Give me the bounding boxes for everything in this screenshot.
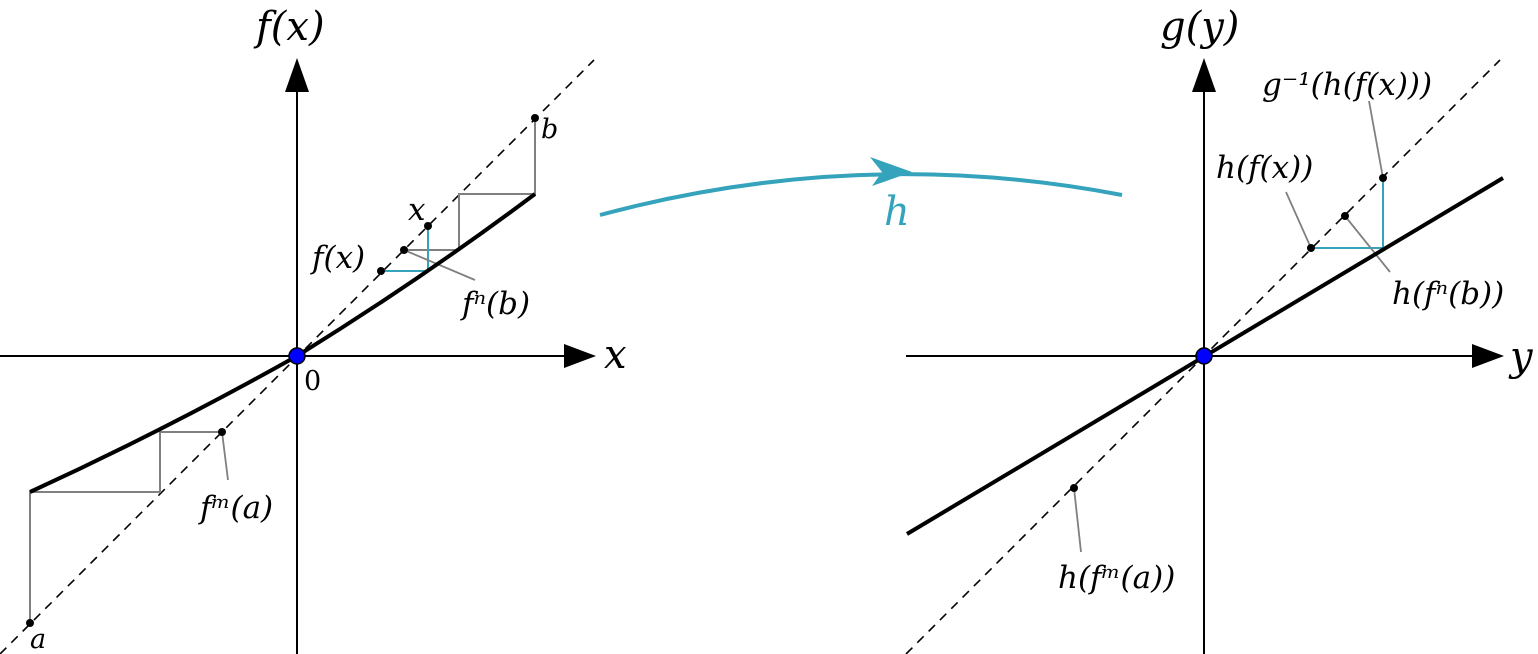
right-leaders (1073, 100, 1391, 553)
point-a-label: a (30, 624, 46, 654)
ginv-label: g⁻¹(h(f(x))) (1262, 67, 1432, 103)
staircase-a (29, 431, 222, 623)
right-y-axis-arrowhead (1192, 58, 1216, 92)
point-fn-b[interactable] (400, 246, 408, 254)
arrow-head (870, 157, 912, 186)
fn-b-label: fⁿ(b) (460, 286, 530, 322)
point-h-fm-a[interactable] (1070, 484, 1078, 492)
origin-label: 0 (304, 366, 321, 397)
point-fx[interactable] (377, 267, 385, 275)
arrow-label: h (884, 189, 910, 235)
left-x-axis-label: x (604, 332, 627, 378)
staircase-b (404, 118, 536, 251)
point-h-fx[interactable] (1307, 244, 1315, 252)
leader-h-fm-a (1073, 487, 1082, 553)
right-y-axis-label: g(y) (1160, 4, 1239, 50)
arrow-curve (599, 172, 1123, 217)
fm-a-label: fᵐ(a) (198, 490, 273, 526)
h-fx-label: h(f(x)) (1216, 150, 1313, 186)
leader-ginv (1368, 100, 1384, 179)
leader-h-fx (1285, 191, 1312, 249)
right-fixed-point[interactable] (1195, 347, 1213, 365)
point-fm-a[interactable] (218, 428, 226, 436)
left-staircase (29, 118, 536, 623)
left-y-axis-arrowhead (285, 58, 309, 92)
point-b[interactable] (531, 114, 539, 122)
point-h-fn-b[interactable] (1341, 212, 1349, 220)
right-x-axis-arrowhead (1472, 344, 1504, 368)
left-fixed-point[interactable] (288, 347, 306, 365)
leader-fm-a (221, 431, 229, 481)
right-x-axis-label: y (1508, 334, 1534, 380)
point-x-label: x (408, 192, 426, 228)
left-y-axis-label: f(x) (253, 4, 325, 50)
conjugacy-arrow[interactable]: h (599, 157, 1123, 235)
left-panel: f(x) x 0 b x f(x) fⁿ(b) fᵐ(a) a (0, 4, 627, 654)
h-fn-b-label: h(fⁿ(b)) (1392, 276, 1504, 312)
h-fm-a-label: h(fᵐ(a)) (1058, 560, 1175, 596)
right-panel: g(y) y g⁻¹(h(f(x))) h(f(x)) h(fⁿ(b)) h(f… (905, 4, 1534, 654)
point-ginv[interactable] (1379, 174, 1387, 182)
point-b-label: b (541, 114, 558, 145)
point-x[interactable] (424, 222, 432, 230)
leader-h-fn-b (1344, 215, 1391, 273)
point-a[interactable] (26, 619, 34, 627)
point-fx-label: f(x) (310, 240, 365, 276)
left-x-axis-arrowhead (564, 344, 596, 368)
